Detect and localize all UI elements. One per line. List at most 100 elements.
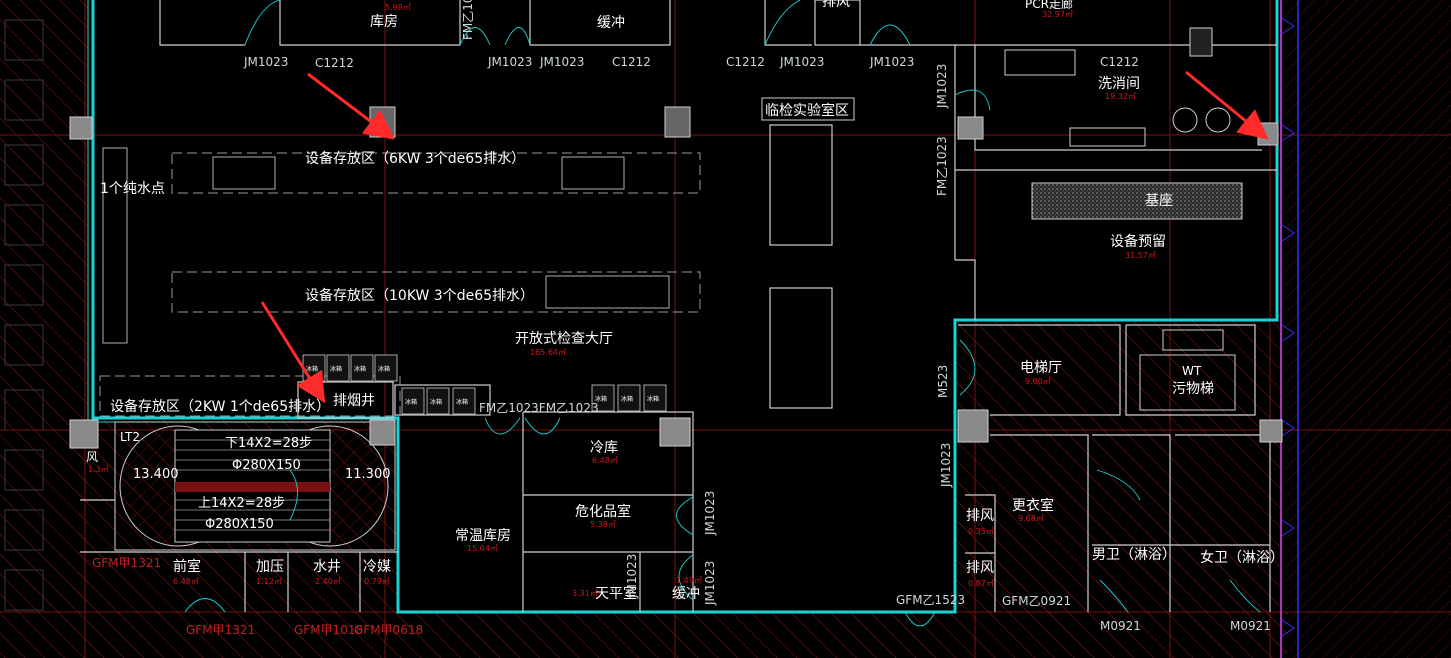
sink-fixtures xyxy=(1004,49,1236,411)
exterior-hatch-right xyxy=(1285,0,1451,658)
zone-6kw: 设备存放区（6KW 3个de65排水） xyxy=(305,150,525,167)
svg-text:冰箱: 冰箱 xyxy=(621,395,633,403)
room-linjian: 临检实验室区 xyxy=(765,102,849,119)
svg-text:11.300: 11.300 xyxy=(345,467,391,482)
red-door-codes: GFM甲1321 GFM甲1321 GFM甲1018 GFM甲0618 xyxy=(92,556,423,637)
svg-text:冰箱: 冰箱 xyxy=(456,398,468,406)
svg-text:5.38㎡: 5.38㎡ xyxy=(590,520,616,529)
svg-text:C1212: C1212 xyxy=(612,55,651,69)
svg-text:JM1023: JM1023 xyxy=(487,55,532,69)
room-changwen: 常温库房 xyxy=(455,528,511,544)
svg-text:13.400: 13.400 xyxy=(133,467,179,482)
stairwell xyxy=(114,421,396,551)
zone-10kw: 设备存放区（10KW 3个de65排水） xyxy=(305,287,534,304)
svg-text:31.57㎡: 31.57㎡ xyxy=(1125,251,1156,260)
svg-text:M0921: M0921 xyxy=(1100,619,1141,633)
svg-text:JM1023: JM1023 xyxy=(779,55,824,69)
svg-text:9.00㎡: 9.00㎡ xyxy=(1025,377,1051,386)
svg-text:GFM甲1321: GFM甲1321 xyxy=(92,556,161,570)
room-paifeng-1: 排风 xyxy=(966,508,994,524)
exterior-hatch-left xyxy=(0,0,88,658)
room-open-hall: 开放式检查大厅 xyxy=(515,331,613,347)
svg-text:冰箱: 冰箱 xyxy=(405,398,417,406)
svg-text:1.49㎡: 1.49㎡ xyxy=(676,576,702,585)
svg-text:15.04㎡: 15.04㎡ xyxy=(467,544,498,553)
equipment-boxes xyxy=(102,147,670,344)
water-point: 1个纯水点 xyxy=(100,181,165,197)
room-qianshi: 前室 xyxy=(173,558,201,575)
room-lengku: 冷库 xyxy=(590,440,618,456)
svg-text:FM乙1023: FM乙1023 xyxy=(935,136,949,196)
svg-text:M0921: M0921 xyxy=(1230,619,1271,633)
cyan-walls xyxy=(91,0,1279,614)
svg-text:JM1023: JM1023 xyxy=(935,64,949,109)
svg-text:GFM乙1523: GFM乙1523 xyxy=(896,593,965,607)
stair-labels: 下14X2=28步 Φ280X150 上14X2=28步 Φ280X150 13… xyxy=(133,436,391,532)
svg-text:冰箱: 冰箱 xyxy=(378,365,390,373)
svg-text:JM1023: JM1023 xyxy=(625,554,639,599)
svg-text:冰箱: 冰箱 xyxy=(647,395,659,403)
svg-text:M523: M523 xyxy=(936,365,950,398)
exterior-hatch-bottom xyxy=(88,612,1288,658)
zone-2kw: 设备存放区（2KW 1个de65排水） xyxy=(110,398,330,415)
svg-text:0.35㎡: 0.35㎡ xyxy=(968,527,994,536)
svg-text:32.97㎡: 32.97㎡ xyxy=(1042,10,1073,19)
room-paiyanjing: 排烟井 xyxy=(333,393,375,409)
svg-text:C1212: C1212 xyxy=(315,56,354,70)
door-swings xyxy=(184,0,1261,627)
room-weihuapin: 危化品室 xyxy=(575,503,631,520)
svg-text:GFM甲1018: GFM甲1018 xyxy=(294,623,363,637)
svg-text:C1212: C1212 xyxy=(726,55,765,69)
door-codes: JM1023 C1212 JM1023 JM1023 C1212 C1212 J… xyxy=(243,0,1271,633)
room-tianping: 天平室 xyxy=(595,585,637,602)
room-lengmei: 冷媒 xyxy=(363,559,391,575)
svg-text:冰箱: 冰箱 xyxy=(306,365,318,373)
room-paifeng-2: 排风 xyxy=(966,560,994,576)
svg-text:JM1023: JM1023 xyxy=(703,561,717,606)
svg-text:1.3㎡: 1.3㎡ xyxy=(88,465,109,474)
annotation-arrows xyxy=(260,70,1269,404)
base-pad xyxy=(1031,182,1243,220)
svg-text:JM1023: JM1023 xyxy=(539,55,584,69)
svg-text:1.12㎡: 1.12㎡ xyxy=(256,577,282,586)
room-jizuo: 基座 xyxy=(1145,192,1173,209)
room-gengyi: 更衣室 xyxy=(1012,497,1054,514)
svg-text:冰箱: 冰箱 xyxy=(354,365,366,373)
room-wt: WT xyxy=(1182,364,1202,378)
svg-text:JM1023: JM1023 xyxy=(869,55,914,69)
svg-text:冰箱: 冰箱 xyxy=(330,365,342,373)
svg-text:C1212: C1212 xyxy=(1100,55,1139,69)
svg-text:下14X2=28步: 下14X2=28步 xyxy=(225,436,312,451)
room-huanchong-low: 缓冲 xyxy=(672,586,700,602)
svg-text:Φ280X150: Φ280X150 xyxy=(232,458,301,473)
dashed-zones xyxy=(99,152,701,417)
svg-text:0.79㎡: 0.79㎡ xyxy=(364,577,390,586)
room-jiaya: 加压 xyxy=(256,559,284,575)
room-shuijing: 水井 xyxy=(313,559,341,575)
svg-text:6.48㎡: 6.48㎡ xyxy=(173,577,199,586)
svg-text:FM乙1023FM乙1023: FM乙1023FM乙1023 xyxy=(479,401,599,415)
room-paifeng-top: 排风 xyxy=(822,0,850,10)
svg-text:冰箱: 冰箱 xyxy=(430,398,442,406)
svg-text:19.32㎡: 19.32㎡ xyxy=(1105,92,1136,101)
fridge-labels: 冰箱冰箱 冰箱冰箱 冰箱冰箱 冰箱 冰箱冰箱 冰箱 xyxy=(306,365,659,406)
room-huanchong-top: 缓冲 xyxy=(597,15,625,31)
room-male-wc: 男卫（淋浴） xyxy=(1092,547,1176,563)
fridge-units xyxy=(302,354,667,415)
svg-text:GFM甲0618: GFM甲0618 xyxy=(354,623,423,637)
svg-text:3.31㎡: 3.31㎡ xyxy=(572,589,598,598)
svg-text:冰箱: 冰箱 xyxy=(595,395,607,403)
left-column-blocks xyxy=(4,19,44,611)
svg-text:6.48㎡: 6.48㎡ xyxy=(592,456,618,465)
svg-text:JM1023: JM1023 xyxy=(703,491,717,536)
room-shebei-yuliu: 设备预留 xyxy=(1110,233,1166,250)
svg-text:0.87㎡: 0.87㎡ xyxy=(968,579,994,588)
zone-labels: 设备存放区（6KW 3个de65排水） 设备存放区（10KW 3个de65排水）… xyxy=(100,150,534,415)
room-labels: 库房 5.98㎡ 缓冲 排风 PCR走廊 32.97㎡ 洗消间 19.32㎡ 临… xyxy=(86,0,1284,602)
room-elevator-hall: 电梯厅 xyxy=(1020,360,1062,376)
svg-text:2.40㎡: 2.40㎡ xyxy=(315,577,341,586)
room-lt2: LT2 xyxy=(120,430,140,444)
svg-text:JM1023: JM1023 xyxy=(939,443,953,488)
svg-text:165.64㎡: 165.64㎡ xyxy=(530,348,566,357)
